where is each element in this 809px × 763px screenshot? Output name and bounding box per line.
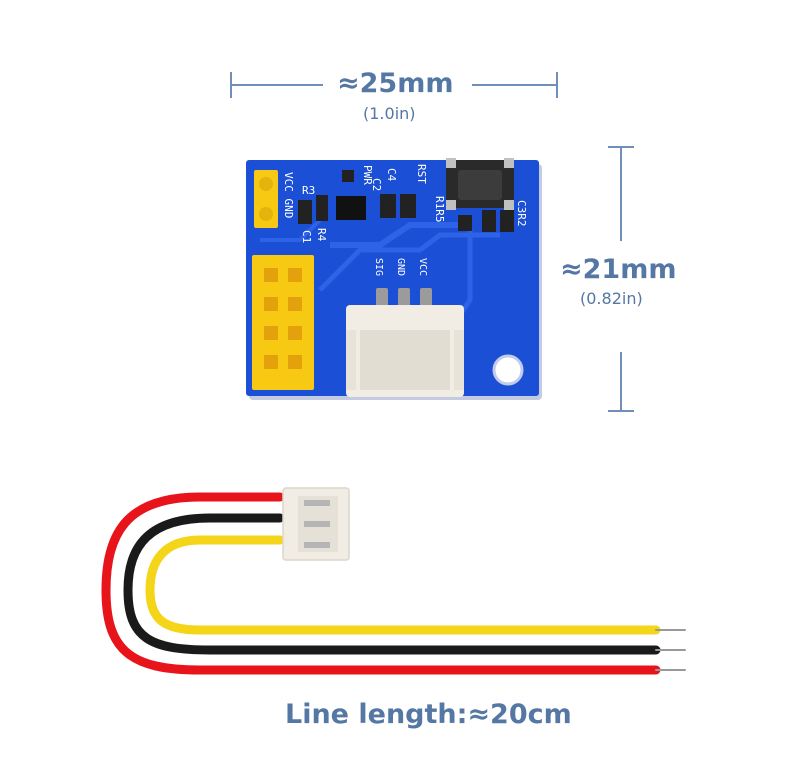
silk-vcc: VCC: [417, 258, 428, 276]
black-wire: [123, 513, 661, 655]
silk-sig: SIG: [373, 258, 384, 276]
silk-r1r5: R1R5: [433, 196, 446, 223]
height-dimension-label: ≈21mm: [560, 254, 677, 285]
silk-gnd: GND: [395, 258, 406, 276]
yellow-wire: [145, 535, 661, 635]
silk-r3: R3: [302, 184, 315, 197]
height-dimension-bottom-line: [620, 352, 622, 410]
line-length-caption: Line length:≈20cm: [285, 699, 572, 730]
width-dimension-right-tick: [556, 72, 558, 98]
silk-rst: RST: [415, 164, 428, 184]
width-dimension-left-tick: [230, 72, 232, 98]
red-wire: [101, 492, 661, 675]
silk-vcc-gnd: VCC GND: [282, 172, 295, 218]
height-dimension-bottom-tick: [608, 410, 634, 412]
width-dimension-sub: (1.0in): [363, 104, 416, 123]
cable-plug: [282, 487, 350, 561]
height-dimension-sub: (0.82in): [580, 289, 643, 308]
silk-c2: C2: [370, 178, 383, 191]
silk-r4: R4: [315, 228, 328, 242]
width-dimension-right-line: [472, 84, 557, 86]
silk-c1: C1: [300, 230, 313, 243]
cable: [101, 492, 686, 675]
width-dimension-label: ≈25mm: [337, 68, 454, 99]
silk-c3r2: C3R2: [515, 200, 528, 227]
width-dimension-left-line: [231, 84, 323, 86]
pcb-board: [246, 158, 539, 397]
height-dimension-top-line: [620, 147, 622, 241]
silk-c4: C4: [385, 168, 398, 182]
silk-pwr: PWR: [361, 165, 374, 185]
